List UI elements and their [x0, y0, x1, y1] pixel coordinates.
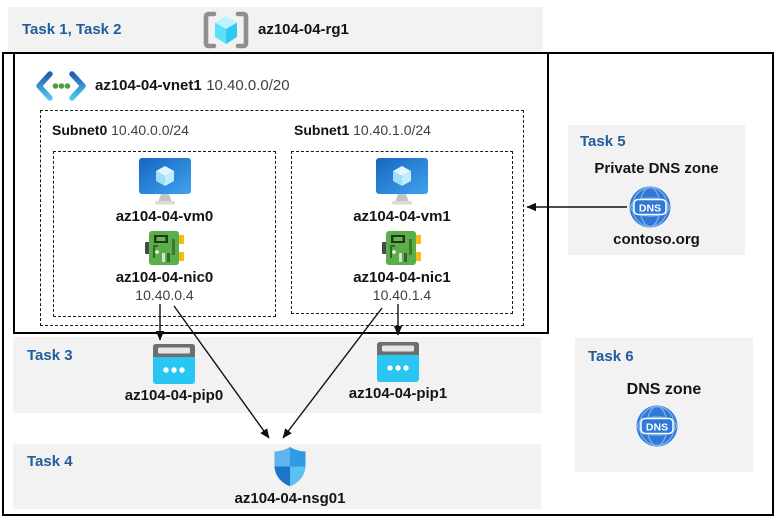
task3-label: Task 3 — [27, 347, 73, 364]
subnet1-box: az104-04-vm1 az104-04-nic1 10.40.1.4 — [291, 151, 513, 314]
private-dns-zone-name: contoso.org — [613, 231, 700, 248]
subnet1-name: Subnet1 — [294, 122, 350, 138]
dns-zone-title: DNS zone — [626, 381, 702, 398]
task6-label: Task 6 — [588, 348, 634, 365]
subnet1-label: Subnet1 10.40.1.0/24 — [294, 122, 431, 138]
vnet-box: az104-04-vnet1 10.40.0.0/20 Subnet0 10.4… — [13, 52, 549, 334]
pip1-group: az104-04-pip1 — [315, 342, 481, 402]
subnet0-cidr: 10.40.0.0/24 — [111, 122, 189, 138]
task5-label: Task 5 — [580, 133, 626, 150]
task3-band: Task 3 az104-04-pip0 az104-04-pip1 — [13, 337, 541, 413]
header-band: Task 1, Task 2 az104-04-rg1 — [8, 7, 543, 52]
resource-group-name: az104-04-rg1 — [258, 21, 349, 38]
vm1-name: az104-04-vm1 — [353, 208, 451, 225]
vnet-cidr: 10.40.0.0/20 — [206, 77, 290, 94]
tasks-1-2-label: Task 1, Task 2 — [22, 21, 122, 38]
subnet1-cidr: 10.40.1.0/24 — [353, 122, 431, 138]
nic0-ip: 10.40.0.4 — [135, 287, 194, 303]
nic0-icon — [144, 231, 184, 265]
nic0-name: az104-04-nic0 — [115, 269, 214, 286]
nic1-icon — [382, 231, 421, 265]
resource-group-icon — [203, 11, 249, 49]
vnet-name: az104-04-vnet1 — [95, 77, 202, 94]
dns-zone-icon: DNS — [636, 405, 678, 447]
task6-box: Task 6 DNS zone DNS — [575, 338, 753, 472]
task4-band: Task 4 az104-04-nsg01 — [13, 444, 541, 509]
pip0-group: az104-04-pip0 — [91, 344, 257, 404]
private-dns-icon: DNS — [629, 186, 671, 228]
subnet0-box: az104-04-vm0 az104-04-nic0 10.40.0.4 — [53, 151, 276, 317]
task4-label: Task 4 — [27, 453, 73, 470]
vm1-icon — [376, 158, 428, 205]
vnet-icon — [36, 71, 86, 101]
subnet0-name: Subnet0 — [52, 122, 108, 138]
subnet0-label: Subnet0 10.40.0.0/24 — [52, 122, 189, 138]
vm0-icon — [138, 158, 191, 205]
task5-box: Task 5 Private DNS zone DNS contoso.org — [568, 125, 745, 255]
private-dns-zone-title: Private DNS zone — [594, 160, 719, 177]
nsg-group: az104-04-nsg01 — [207, 446, 373, 507]
nsg-name: az104-04-nsg01 — [234, 490, 346, 507]
dns-zone-icon-text: DNS — [646, 421, 668, 433]
subnets-group-box: Subnet0 10.40.0.0/24 Subnet1 10.40.1.0/2… — [40, 110, 524, 326]
vm0-name: az104-04-vm0 — [115, 208, 214, 225]
nic1-name: az104-04-nic1 — [353, 269, 451, 286]
pip1-name: az104-04-pip1 — [348, 385, 448, 402]
nsg-icon — [274, 447, 306, 487]
pip0-name: az104-04-pip0 — [124, 387, 224, 404]
pip0-icon — [153, 344, 195, 384]
private-dns-icon-text: DNS — [639, 202, 661, 214]
pip1-icon — [377, 342, 419, 382]
nic1-ip: 10.40.1.4 — [372, 287, 432, 303]
